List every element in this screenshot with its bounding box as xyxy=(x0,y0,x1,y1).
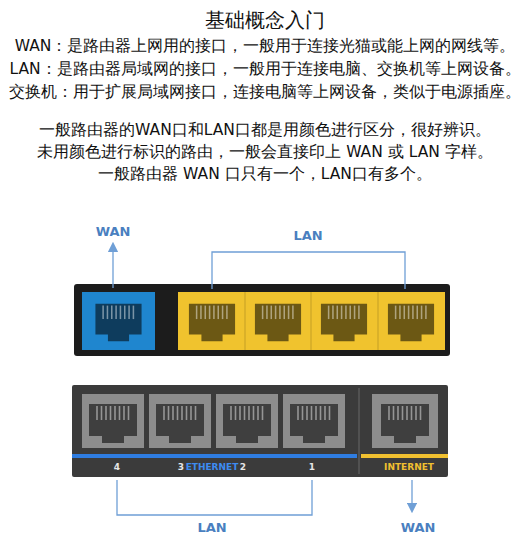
bottom-annotations xyxy=(117,480,412,515)
port-label: LAN xyxy=(197,521,226,536)
panel-print: INTERNET xyxy=(384,462,434,472)
note-text: 一般路由器的WAN口和LAN口都是用颜色进行区分，很好辨识。 xyxy=(39,122,491,140)
port-number: 4 xyxy=(114,462,120,472)
plain-router-panel xyxy=(72,385,448,477)
port-number: 1 xyxy=(309,462,315,472)
page-title: 基础概念入门 xyxy=(205,9,325,32)
port-label: WAN xyxy=(401,521,436,536)
port-number: 3 xyxy=(178,462,184,472)
panel-print: ETHERNET xyxy=(186,462,239,472)
definition-text: 交换机：用于扩展局域网接口，连接电脑等上网设备，类似于电源插座。 xyxy=(9,84,521,102)
definition-text: LAN：是路由器局域网的接口，一般用于连接电脑、交换机等上网设备。 xyxy=(9,61,520,79)
colored-router-panel xyxy=(74,284,450,356)
port-label: WAN xyxy=(96,225,131,240)
definition-text: WAN：是路由器上网用的接口，一般用于连接光猫或能上网的网线等。 xyxy=(15,38,516,56)
port-number: 2 xyxy=(240,462,246,472)
note-text: 一般路由器 WAN 口只有一个，LAN口有多个。 xyxy=(98,166,432,184)
port-label: LAN xyxy=(293,229,322,244)
top-annotations xyxy=(113,247,405,289)
note-text: 未用颜色进行标识的路由，一般会直接印上 WAN 或 LAN 字样。 xyxy=(37,144,493,162)
